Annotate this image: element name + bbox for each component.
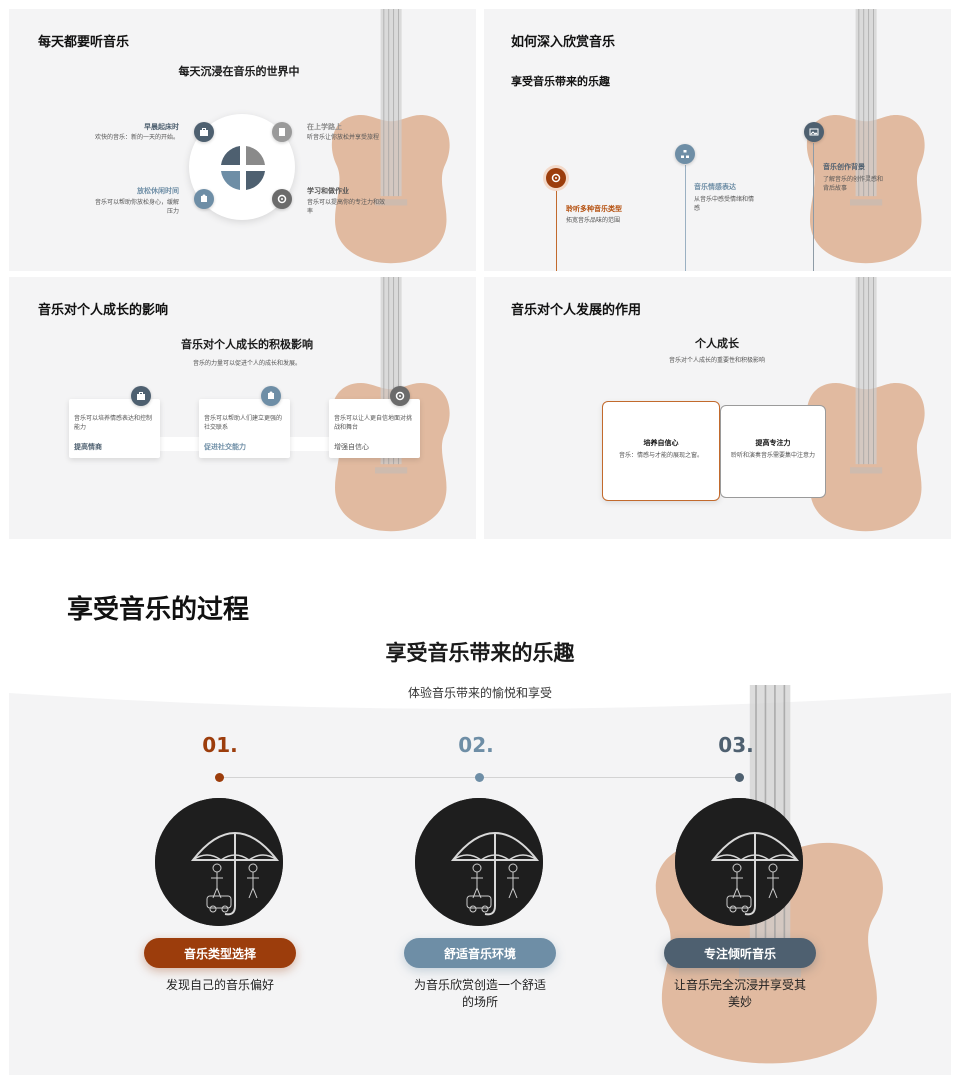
growth-card	[329, 399, 420, 458]
step-pill: 舒适音乐环境	[404, 938, 556, 968]
item-desc: 音乐可以帮助你放松身心，缓解压力	[94, 199, 179, 215]
briefcase-icon	[194, 122, 214, 142]
item-label: 学习和做作业	[307, 187, 349, 195]
target-icon	[272, 189, 292, 209]
development-card	[720, 405, 826, 498]
slide-title: 音乐对个人成长的影响	[38, 303, 169, 318]
wheel-center-icon	[221, 146, 265, 190]
slide-title: 音乐对个人发展的作用	[511, 303, 642, 318]
slide-subtitle: 每天沉浸在音乐的世界中	[178, 65, 300, 78]
card-label: 培养自信心	[643, 439, 679, 447]
card-label: 提高专注力	[755, 439, 791, 447]
item-label: 聆听多种音乐类型	[566, 205, 622, 213]
item-label: 放松休闲时间	[137, 187, 179, 195]
item-desc: 了解音乐的创作灵感和背后故事	[823, 176, 884, 192]
step-photo	[675, 798, 803, 926]
umbrella-family-drawing	[415, 798, 543, 926]
slide-title: 如何深入欣赏音乐	[511, 35, 616, 50]
slide-daily-music: 每天都要听音乐 每天沉浸在音乐的世界中 早晨起床时 欢快的音乐：新的一天的开始。…	[9, 9, 476, 271]
slide-title: 每天都要听音乐	[38, 35, 130, 50]
item-desc: 听音乐让你放松并享受旅程	[307, 134, 380, 141]
step-pill: 专注倾听音乐	[664, 938, 816, 968]
item-desc: 拓宽音乐品味的范围	[566, 217, 621, 224]
card-label: 提高情商	[74, 443, 102, 451]
main-subtitle: 享受音乐带来的乐趣	[385, 641, 575, 665]
step-number: 01.	[202, 733, 238, 757]
step-pill: 音乐类型选择	[144, 938, 296, 968]
card-desc: 音乐：情感与才能的展现之窗。	[618, 452, 703, 459]
item-label: 音乐创作背景	[823, 163, 865, 171]
step-number: 02.	[458, 733, 494, 757]
growth-card	[69, 399, 160, 458]
slide-intro: 音乐的力量可以促进个人的成长和发展。	[192, 360, 301, 367]
timeline-line	[685, 165, 686, 271]
umbrella-family-drawing	[155, 798, 283, 926]
step-desc: 为音乐欣赏创造一个舒适的场所	[413, 978, 546, 1009]
step-photo	[155, 798, 283, 926]
image-icon	[804, 122, 824, 142]
page-title: 享受音乐的过程	[67, 595, 250, 625]
slide-intro: 音乐对个人成长的重要性和积极影响	[668, 357, 765, 364]
slide-subtitle: 个人成长	[695, 337, 739, 350]
item-label: 在上学路上	[307, 123, 342, 131]
step-dot	[475, 773, 484, 782]
timeline-line	[556, 190, 557, 271]
curved-banner	[9, 665, 951, 709]
development-card	[602, 401, 720, 501]
slide-growth-impact: 音乐对个人成长的影响 音乐对个人成长的积极影响 音乐的力量可以促进个人的成长和发…	[9, 277, 476, 539]
step-desc: 发现自己的音乐偏好	[165, 978, 274, 992]
puzzle-icon	[194, 189, 214, 209]
slide-appreciate-music: 如何深入欣赏音乐 享受音乐带来的乐趣 聆听多种音乐类型 拓宽音乐品味的范围 音乐…	[484, 9, 951, 271]
item-desc: 从音乐中感受情绪和情感	[694, 196, 755, 212]
step-desc: 让音乐完全沉浸并享受其美妙	[673, 978, 806, 1009]
target-icon	[546, 168, 566, 188]
timeline-line	[813, 143, 814, 271]
item-desc: 欢快的音乐：新的一天的开始。	[94, 134, 179, 141]
growth-card	[199, 399, 290, 458]
briefcase-icon	[131, 386, 151, 406]
card-desc: 聆听和演奏音乐需要集中注意力	[730, 452, 815, 459]
card-desc: 音乐可以让人更自信地面对挑战和舞台	[334, 415, 413, 431]
card-label: 增强自信心	[334, 443, 369, 451]
network-icon	[675, 144, 695, 164]
card-desc: 音乐可以培养情感表达和控制能力	[74, 415, 153, 431]
document-icon	[272, 122, 292, 142]
slide-subtitle: 享受音乐带来的乐趣	[511, 75, 610, 88]
step-dot	[215, 773, 224, 782]
slide-subtitle: 音乐对个人成长的积极影响	[181, 338, 313, 351]
item-label: 早晨起床时	[144, 123, 179, 131]
slide-development-role: 音乐对个人发展的作用 个人成长 音乐对个人成长的重要性和积极影响 培养自信心 音…	[484, 277, 951, 539]
item-desc: 音乐可以提高你的专注力和效率	[307, 199, 386, 215]
step-number: 03.	[718, 733, 754, 757]
main-slide: 享受音乐的过程 享受音乐带来的乐趣 体验音乐带来的愉悦和享受 01. 音乐类型选…	[9, 545, 951, 1075]
puzzle-icon	[261, 386, 281, 406]
umbrella-family-drawing	[675, 798, 803, 926]
step-dot	[735, 773, 744, 782]
item-label: 音乐情感表达	[694, 183, 736, 191]
card-desc: 音乐可以帮助人们建立更强的社交联系	[204, 415, 283, 431]
card-label: 促进社交能力	[204, 443, 246, 451]
step-photo	[415, 798, 543, 926]
main-intro: 体验音乐带来的愉悦和享受	[407, 686, 552, 700]
target-icon	[390, 386, 410, 406]
